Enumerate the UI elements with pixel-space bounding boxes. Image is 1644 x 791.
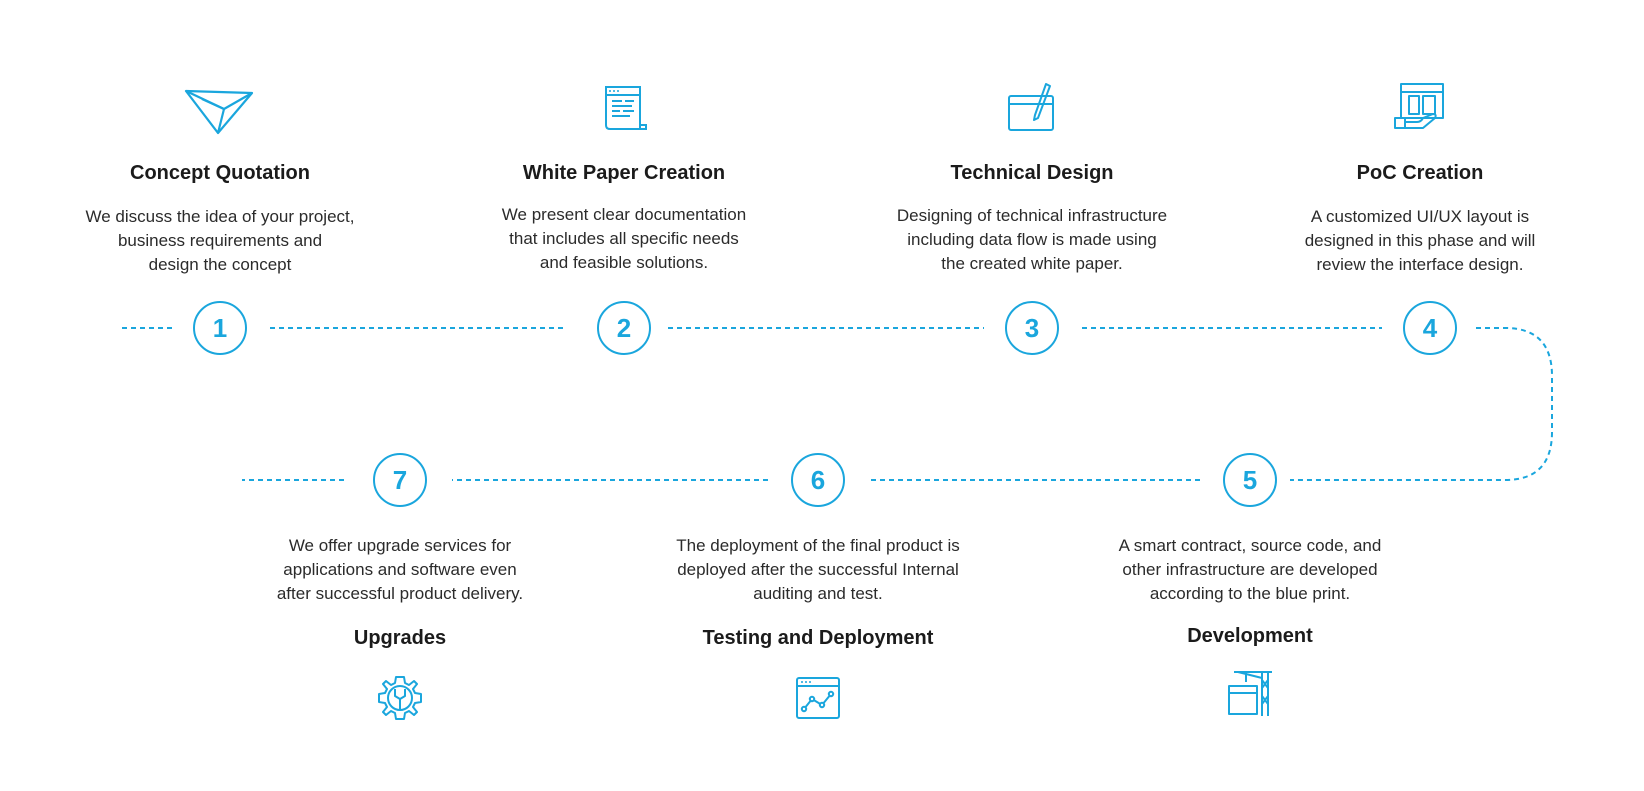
step-title: Testing and Deployment bbox=[702, 627, 934, 649]
step-number-circle: 3 bbox=[1005, 301, 1059, 355]
gear-wrench-icon bbox=[378, 676, 422, 720]
paper-plane-icon bbox=[184, 89, 254, 135]
document-icon bbox=[605, 86, 647, 130]
step-title: Concept Quotation bbox=[130, 162, 310, 184]
step-description: We offer upgrade services for applicatio… bbox=[276, 536, 524, 603]
step-description: The deployment of the final product is d… bbox=[676, 536, 960, 603]
step-number-circle: 5 bbox=[1223, 453, 1277, 507]
crane-build-icon bbox=[1228, 671, 1272, 716]
step-title: Upgrades bbox=[353, 627, 447, 649]
chart-window-icon bbox=[796, 677, 840, 719]
step-number-circle: 1 bbox=[193, 301, 247, 355]
step-number-circle: 6 bbox=[791, 453, 845, 507]
step-number-circle: 4 bbox=[1403, 301, 1457, 355]
step-title: Development bbox=[1187, 625, 1313, 647]
step-title: Technical Design bbox=[950, 162, 1114, 184]
step-description: Designing of technical infrastructure in… bbox=[896, 206, 1168, 273]
step-description: We discuss the idea of your project, bus… bbox=[85, 207, 355, 274]
step-number-circle: 2 bbox=[597, 301, 651, 355]
step-description: A smart contract, source code, and other… bbox=[1118, 536, 1382, 603]
design-pen-icon bbox=[1008, 83, 1054, 131]
layout-hand-icon bbox=[1394, 83, 1444, 129]
step-number-circle: 7 bbox=[373, 453, 427, 507]
step-description: We present clear documentation that incl… bbox=[501, 205, 747, 272]
step-description: A customized UI/UX layout is designed in… bbox=[1304, 207, 1536, 274]
step-title: PoC Creation bbox=[1356, 162, 1484, 184]
connector-4-5 bbox=[1290, 327, 1553, 481]
step-title: White Paper Creation bbox=[522, 162, 726, 184]
